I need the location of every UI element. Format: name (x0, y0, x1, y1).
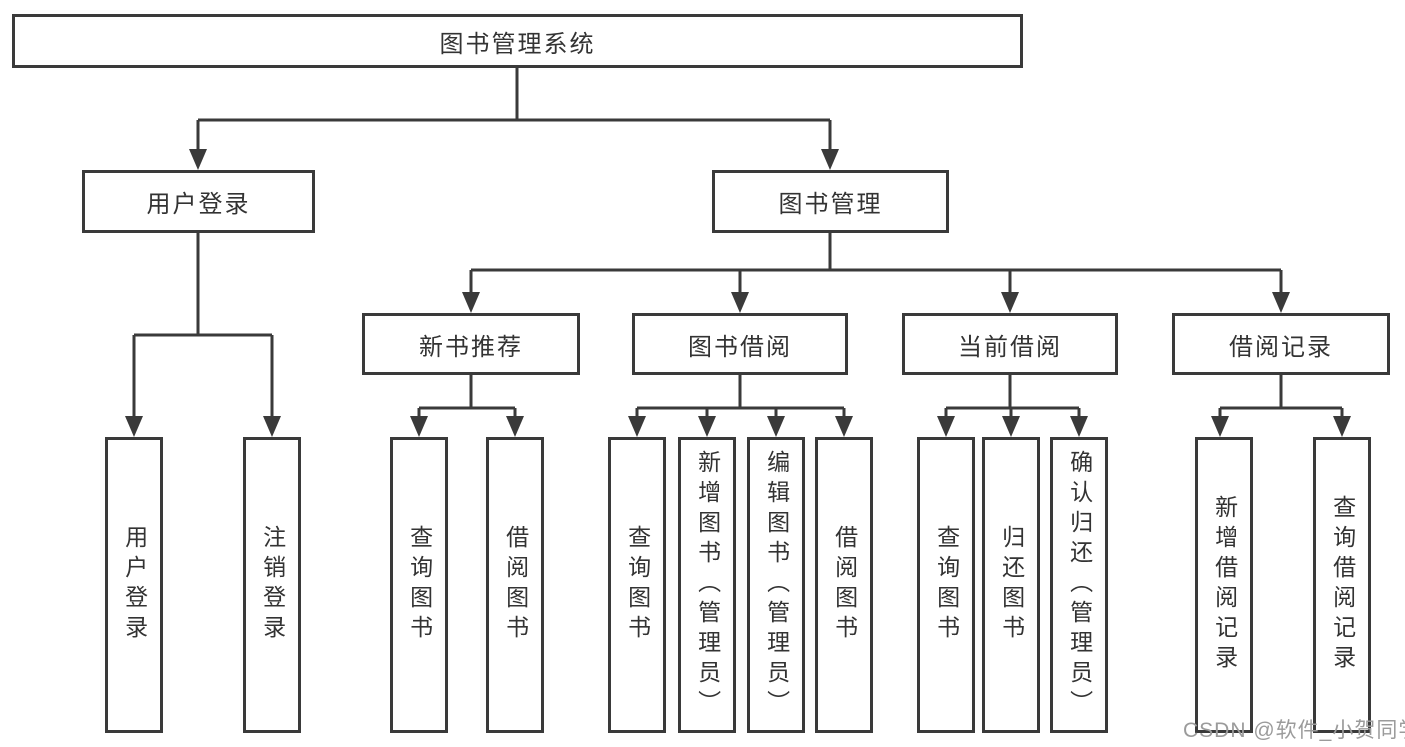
arrow-down-icon (263, 416, 281, 437)
connector-records-children (1211, 375, 1351, 437)
node-current-borrowing: 当前借阅 (902, 313, 1118, 375)
leaf-query-borrow-record: 查询借阅记录 (1313, 437, 1371, 733)
node-user-login: 用户登录 (82, 170, 315, 233)
leaf-label: 新增图书（管理员） (694, 450, 721, 720)
connector-root-to-branches (189, 68, 839, 170)
leaf-logout: 注销登录 (243, 437, 301, 733)
leaf-user-login: 用户登录 (105, 437, 163, 733)
leaf-label: 新增借阅记录 (1211, 495, 1238, 675)
leaf-label: 编辑图书（管理员） (763, 450, 790, 720)
leaf-label: 用户登录 (121, 525, 148, 645)
leaf-add-borrow-record: 新增借阅记录 (1195, 437, 1253, 733)
arrow-down-icon (1002, 416, 1020, 437)
leaf-label: 注销登录 (259, 525, 286, 645)
leaf-edit-books-admin: 编辑图书（管理员） (747, 437, 805, 733)
connector-user-login-children (125, 233, 281, 437)
leaf-label: 借阅图书 (502, 525, 529, 645)
arrow-down-icon (462, 292, 480, 313)
leaf-label: 归还图书 (998, 525, 1025, 645)
node-borrowing-records: 借阅记录 (1172, 313, 1390, 375)
connector-book-mgmt-modules (462, 233, 1290, 313)
leaf-label: 查询图书 (624, 525, 651, 645)
arrow-down-icon (767, 416, 785, 437)
leaf-query-books-borrowing: 查询图书 (608, 437, 666, 733)
arrow-down-icon (1333, 416, 1351, 437)
arrow-down-icon (698, 416, 716, 437)
leaf-add-books-admin: 新增图书（管理员） (678, 437, 736, 733)
node-library-system: 图书管理系统 (12, 14, 1023, 68)
connector-new-books-children (410, 375, 524, 437)
arrow-down-icon (1070, 416, 1088, 437)
arrow-down-icon (506, 416, 524, 437)
node-new-book-recommend: 新书推荐 (362, 313, 580, 375)
arrow-down-icon (835, 416, 853, 437)
leaf-return-books: 归还图书 (982, 437, 1040, 733)
arrow-down-icon (731, 292, 749, 313)
connector-borrowing-children (628, 375, 853, 437)
leaf-confirm-return-admin: 确认归还（管理员） (1050, 437, 1108, 733)
arrow-down-icon (189, 149, 207, 170)
arrow-down-icon (410, 416, 428, 437)
leaf-label: 借阅图书 (831, 525, 858, 645)
leaf-query-books-recommend: 查询图书 (390, 437, 448, 733)
watermark: CSDN @软件_小贺同学 (1183, 719, 1405, 742)
arrow-down-icon (1001, 292, 1019, 313)
leaf-borrow-books-recommend: 借阅图书 (486, 437, 544, 733)
node-book-borrowing: 图书借阅 (632, 313, 848, 375)
arrow-down-icon (628, 416, 646, 437)
leaf-label: 确认归还（管理员） (1066, 450, 1093, 720)
leaf-query-books-current: 查询图书 (917, 437, 975, 733)
leaf-borrow-books: 借阅图书 (815, 437, 873, 733)
node-book-management: 图书管理 (712, 170, 949, 233)
connector-current-children (937, 375, 1088, 437)
leaf-label: 查询图书 (406, 525, 433, 645)
arrow-down-icon (125, 416, 143, 437)
leaf-label: 查询图书 (933, 525, 960, 645)
arrow-down-icon (1272, 292, 1290, 313)
arrow-down-icon (937, 416, 955, 437)
arrow-down-icon (821, 149, 839, 170)
arrow-down-icon (1211, 416, 1229, 437)
leaf-label: 查询借阅记录 (1329, 495, 1356, 675)
